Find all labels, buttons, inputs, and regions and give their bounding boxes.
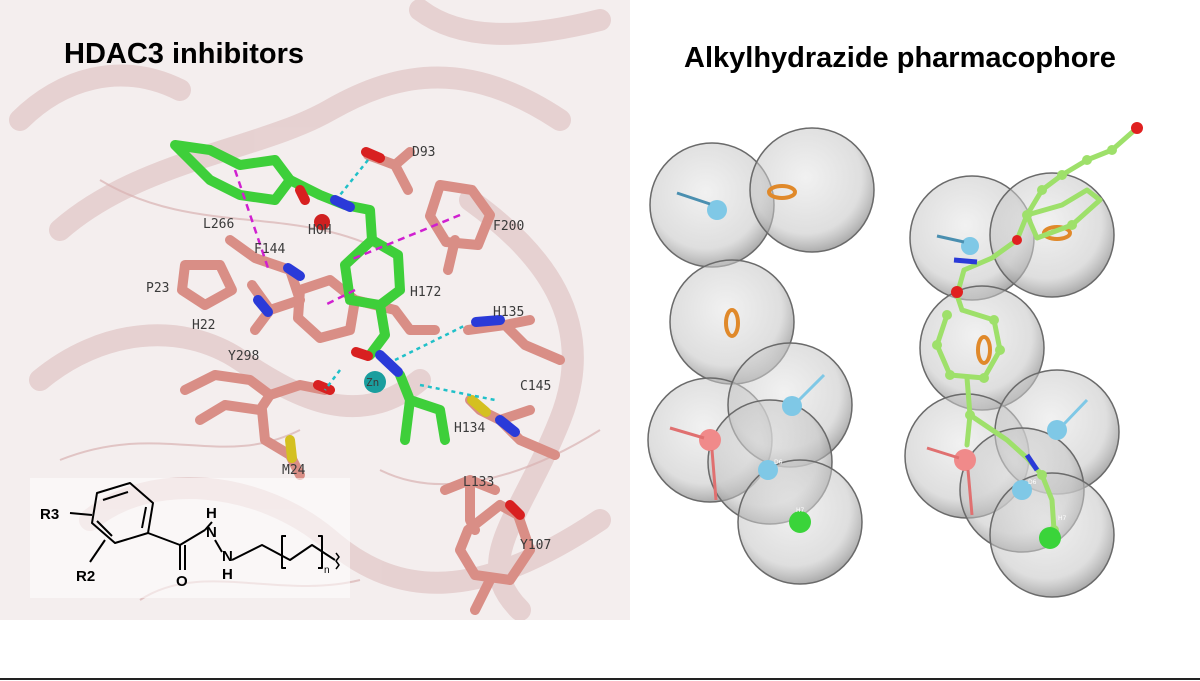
label-p23: P23: [146, 281, 169, 296]
hydrogen-upper-label: H: [206, 505, 217, 522]
donor-vector-arrow-icon: [1062, 398, 1089, 426]
donor-feature-icon: [782, 396, 802, 416]
donor-vector-arrow-icon: [936, 234, 965, 244]
label-d93: D93: [412, 145, 435, 160]
label-h134: H134: [454, 421, 485, 436]
feature-label-d6-left: D6: [774, 459, 783, 466]
aromatic-ring-feature-icon: [724, 308, 740, 338]
water-molecule: [314, 214, 330, 230]
bottom-divider: [0, 678, 1200, 680]
ligand-atoms: [932, 145, 1117, 535]
feature-label-h7-right: H7: [1058, 515, 1067, 522]
label-zn: Zn: [366, 376, 379, 389]
right-panel: D6 H7: [632, 0, 1200, 620]
feature-label-h7-left: H7: [796, 507, 805, 514]
label-hoh: HOH: [308, 223, 331, 238]
acceptor-feature-icon: [954, 449, 976, 471]
label-y298: Y298: [228, 349, 259, 364]
oxygen-atom: [1012, 235, 1022, 245]
label-h172: H172: [410, 285, 441, 300]
label-h22: H22: [192, 318, 215, 333]
binding-site-figure: D93 L266 HOH F200 F144 P23 H172 H22 H135…: [9, 0, 611, 620]
nitrogen-bond: [1024, 453, 1040, 472]
donor-feature-icon: [961, 237, 979, 255]
nitrogen-bond: [953, 257, 978, 265]
structure-atom-labels: R3 R2 H N N H O n: [40, 505, 330, 590]
donor-vector-arrow-icon: [797, 373, 826, 402]
feature-spheres-left: [647, 127, 875, 585]
hydrogen-lower-label: H: [222, 566, 233, 583]
oxygen-atom: [951, 286, 963, 298]
donor-feature-icon: [1012, 480, 1032, 500]
repeat-index-label: n: [324, 565, 330, 576]
label-l266: L266: [203, 217, 234, 232]
hydrogen-bonds: [324, 159, 496, 402]
label-h135: H135: [493, 305, 524, 320]
aromatic-ring-feature-icon: [976, 335, 992, 365]
pharmacophore-model-left: D6 H7: [647, 127, 875, 585]
heteroatom-accents: [253, 147, 525, 520]
feature-label-d6-right: D6: [1028, 479, 1037, 486]
ligand-heteroatoms: [295, 185, 403, 377]
r3-label: R3: [40, 506, 59, 523]
donor-feature-icon: [707, 200, 727, 220]
hydrophobe-feature-icon: [1039, 527, 1061, 549]
label-c145: C145: [520, 379, 551, 394]
nitrogen-upper-label: N: [206, 524, 217, 541]
aromatic-ring-feature-icon: [767, 184, 797, 200]
acceptor-vector-arrow-icon: [669, 426, 718, 501]
left-panel: D93 L266 HOH F200 F144 P23 H172 H22 H135…: [0, 0, 630, 620]
zinc-ion: [364, 371, 386, 393]
hydrophobe-feature-icon: [789, 511, 811, 533]
label-f200: F200: [493, 219, 524, 234]
label-l133: L133: [463, 475, 494, 490]
label-m24: M24: [282, 463, 306, 478]
label-y107: Y107: [520, 538, 551, 553]
pi-interactions: [233, 169, 461, 307]
pharmacophore-model-right: D6 H7: [904, 122, 1143, 598]
donor-feature-icon: [758, 460, 778, 480]
alkylhydrazide-structure: [69, 482, 340, 570]
nitrogen-lower-label: N: [222, 548, 233, 565]
left-panel-title: HDAC3 inhibitors: [64, 38, 305, 70]
r2-label: R2: [76, 568, 95, 585]
oxygen-atom: [1131, 122, 1143, 134]
oxygen-label: O: [176, 573, 188, 590]
right-panel-title: Alkylhydrazide pharmacophore: [684, 42, 1116, 74]
donor-vector-arrow-icon: [676, 191, 711, 206]
donor-feature-icon: [1047, 420, 1067, 440]
residue-labels: D93 L266 HOH F200 F144 P23 H172 H22 H135…: [146, 145, 551, 553]
acceptor-feature-icon: [699, 429, 721, 451]
label-f144: F144: [254, 242, 285, 257]
acceptor-vector-arrow-icon: [926, 446, 974, 516]
pharmacophore-figure: D6 H7: [647, 122, 1143, 598]
